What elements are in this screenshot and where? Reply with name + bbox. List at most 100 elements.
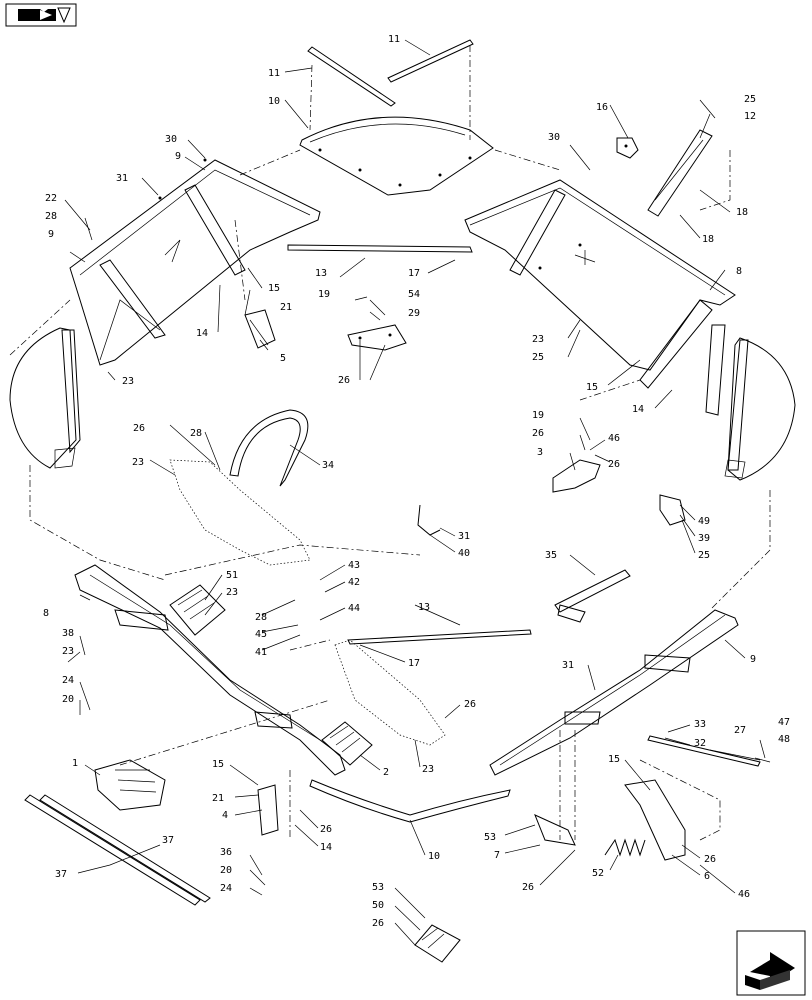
label-38: 38 <box>62 628 74 639</box>
right-top-frame <box>464 179 736 389</box>
label-33: 33 <box>694 719 706 730</box>
right-strip-12 <box>647 129 713 217</box>
label-15-left-lower: 15 <box>212 759 224 770</box>
label-21-upper: 21 <box>280 302 292 313</box>
label-23-left: 23 <box>122 376 134 387</box>
label-46-lower: 46 <box>738 889 750 900</box>
assembly-lines <box>9 45 771 841</box>
rod-40 <box>417 504 441 536</box>
label-17-upper: 17 <box>408 268 420 279</box>
label-10-lower: 10 <box>428 851 440 862</box>
left-side-shield <box>9 327 81 469</box>
bracket-5 <box>244 309 276 349</box>
label-24-left: 24 <box>62 675 74 686</box>
label-50: 50 <box>372 900 384 911</box>
label-13-upper: 13 <box>315 268 327 279</box>
bracket-49 <box>659 494 686 526</box>
next-page-arrow-icon[interactable] <box>736 930 806 996</box>
label-1: 1 <box>72 758 78 769</box>
angle-strips-37 <box>24 794 211 906</box>
label-51: 51 <box>226 570 238 581</box>
plate-29 <box>347 324 407 351</box>
bracket-6 <box>624 779 686 861</box>
label-26-right-lower: 26 <box>704 854 716 865</box>
label-23-step: 23 <box>226 587 238 598</box>
label-20-lower: 20 <box>220 865 232 876</box>
label-53-right: 53 <box>484 832 496 843</box>
label-19-right: 19 <box>532 410 544 421</box>
label-52: 52 <box>592 868 604 879</box>
label-19-upper: 19 <box>318 289 330 300</box>
book-arrow-icon[interactable] <box>5 3 77 27</box>
bracket-4 <box>257 784 279 836</box>
label-14-right: 14 <box>632 404 644 415</box>
label-6: 6 <box>704 871 710 882</box>
label-18-lower: 18 <box>702 234 714 245</box>
step-51 <box>169 584 226 636</box>
label-26-bottom: 26 <box>522 882 534 893</box>
label-23-right: 23 <box>532 334 544 345</box>
label-9-upper: 9 <box>175 151 181 162</box>
label-28-lower: 28 <box>255 612 267 623</box>
label-23-center: 23 <box>422 764 434 775</box>
label-18-upper: 18 <box>736 207 748 218</box>
label-12: 12 <box>744 111 756 122</box>
upper-strip-11 <box>307 39 474 107</box>
bracket-7 <box>534 814 576 846</box>
label-54: 54 <box>408 289 420 300</box>
label-34: 34 <box>322 460 334 471</box>
label-15-upper: 15 <box>268 283 280 294</box>
bracket-16 <box>616 137 639 159</box>
label-16: 16 <box>596 102 608 113</box>
label-7: 7 <box>494 850 500 861</box>
spring-52 <box>604 838 646 857</box>
label-23-lower-left: 23 <box>62 646 74 657</box>
label-46-upper: 46 <box>608 433 620 444</box>
label-27: 27 <box>734 725 746 736</box>
label-31-mid: 31 <box>458 531 470 542</box>
label-26-step: 26 <box>372 918 384 929</box>
label-13-lower: 13 <box>418 602 430 613</box>
rod-13-lower <box>347 629 532 645</box>
label-30-right: 30 <box>548 132 560 143</box>
label-24-lower: 24 <box>220 883 232 894</box>
label-11-left: 11 <box>268 68 280 79</box>
label-42: 42 <box>348 577 360 588</box>
label-37-left: 37 <box>55 869 67 880</box>
label-17-lower: 17 <box>408 658 420 669</box>
label-26-left: 26 <box>133 423 145 434</box>
label-39: 39 <box>698 533 710 544</box>
label-11-upper: 11 <box>388 34 400 45</box>
label-14-lower: 14 <box>320 842 332 853</box>
label-48: 48 <box>778 734 790 745</box>
label-40: 40 <box>458 548 470 559</box>
label-43: 43 <box>348 560 360 571</box>
label-28-upper: 28 <box>45 211 57 222</box>
part-labels: 11 11 10 16 25 12 30 9 30 31 22 28 9 18 … <box>43 34 790 929</box>
label-26-upper: 26 <box>338 375 350 386</box>
label-49: 49 <box>698 516 710 527</box>
lower-left-frame <box>74 564 346 776</box>
label-25-right: 25 <box>698 550 710 561</box>
label-30-left: 30 <box>165 134 177 145</box>
label-25-top: 25 <box>744 94 756 105</box>
step-1 <box>94 759 166 811</box>
label-9-left: 9 <box>48 229 54 240</box>
label-44: 44 <box>348 603 360 614</box>
lower-right-frame <box>489 609 739 776</box>
label-23-mid: 23 <box>132 457 144 468</box>
label-53-left: 53 <box>372 882 384 893</box>
label-26-center: 26 <box>464 699 476 710</box>
label-31-upper: 31 <box>116 173 128 184</box>
dotted-shield-left <box>169 459 311 566</box>
label-37-right: 37 <box>162 835 174 846</box>
label-32: 32 <box>694 738 706 749</box>
label-29: 29 <box>408 308 420 319</box>
label-47: 47 <box>778 717 790 728</box>
label-35: 35 <box>545 550 557 561</box>
top-shield-panel <box>299 116 494 196</box>
label-2: 2 <box>383 767 389 778</box>
label-8-lower: 8 <box>43 608 49 619</box>
rod-13-upper <box>287 244 473 253</box>
